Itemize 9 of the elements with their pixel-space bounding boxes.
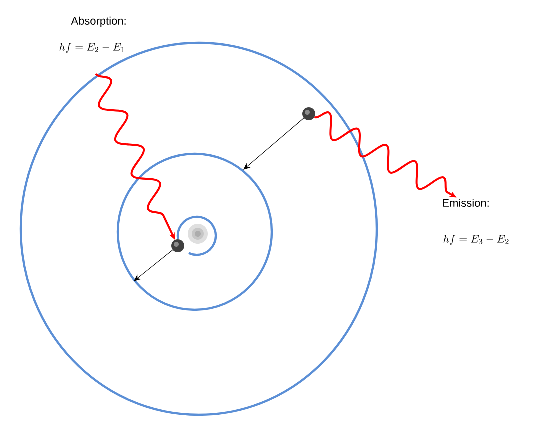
formula: $hf = E_3 - E_2$ <box>444 235 509 245</box>
electron <box>172 240 184 252</box>
label: Absorption: <box>71 16 126 28</box>
electron <box>302 108 316 120</box>
emission-label: Emission: <box>443 198 489 208</box>
orbit-circle <box>116 152 274 312</box>
orbit-circle <box>20 42 378 416</box>
formula: $hf = E_2 - E_1$ <box>60 43 125 53</box>
arrow <box>134 250 174 282</box>
